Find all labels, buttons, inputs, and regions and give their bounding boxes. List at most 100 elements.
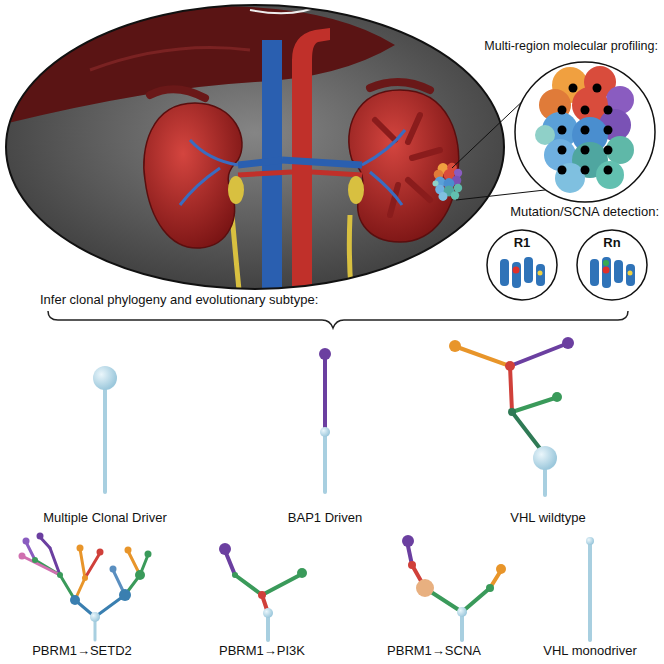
phylogeny-trees-part (145, 551, 152, 558)
phylogeny-trees-part (70, 595, 80, 605)
phylogeny-trees-part (258, 591, 266, 599)
anatomy-view-part-part (238, 172, 292, 175)
chromosome-set-part (500, 257, 635, 288)
zoom-callout-part-part (581, 166, 590, 175)
phylogeny-trees-part (19, 553, 26, 560)
phylogeny-trees-part (97, 549, 104, 556)
phylogeny-trees-part (462, 588, 490, 612)
region-label: Rn (576, 235, 648, 250)
phylogeny-trees-part (77, 545, 84, 552)
anatomy-view-part-part (144, 103, 242, 248)
phylogeny-trees-part (235, 575, 262, 595)
anatomy-view-part (0, 0, 462, 300)
subtype-label: PBRM1→PI3K (219, 644, 305, 659)
zoom-callout-part-part (558, 146, 567, 155)
zoom-callout-part (515, 62, 655, 202)
anatomy-view-part-part (90, 48, 250, 71)
phylogeny-trees (19, 337, 595, 640)
phylogeny-trees-part (323, 358, 327, 430)
anatomy-view-part-part (375, 115, 440, 215)
zoom-callout-part-part (569, 84, 578, 93)
step-label: Infer clonal phylogeny and evolutionary … (40, 293, 318, 308)
phylogeny-trees-part (460, 615, 464, 640)
anatomy-view-part-part (348, 176, 364, 204)
zoom-callout-part (535, 66, 634, 193)
phylogeny-trees-part (408, 561, 416, 569)
anatomy-view-part-part (433, 163, 463, 201)
phylogeny-trees-part (416, 579, 434, 597)
phylogeny-trees-part (232, 572, 238, 578)
region-outline-circle (487, 230, 557, 300)
bracket (48, 311, 628, 328)
phylogeny-trees-part-part (22, 556, 60, 575)
phylogeny-trees-part (402, 535, 414, 547)
phylogeny-trees-part (562, 337, 574, 349)
phylogeny-trees-part (552, 392, 562, 402)
chromosome-set-part-part (590, 259, 599, 286)
phylogeny-trees-part (90, 612, 100, 622)
phylogeny-trees-part (32, 557, 38, 563)
zoom-callout-part (456, 190, 545, 200)
phylogeny-trees-part (320, 427, 330, 437)
subtype-label: BAP1 Driven (288, 511, 362, 526)
phylogeny-trees-part (449, 340, 461, 352)
phylogeny-trees-part (22, 537, 148, 640)
anatomy-view-part-part (232, 215, 240, 300)
zoom-callout-part-part (558, 166, 567, 175)
zoom-callout-part-part (604, 106, 613, 115)
region-circle: R1 (486, 229, 558, 301)
phylogeny-trees-part (262, 575, 300, 595)
chromosome-set-part-part (614, 260, 623, 283)
zoom-callout-part-part (604, 146, 613, 155)
phylogeny-trees-part (93, 366, 117, 390)
anatomy-view-part-part (228, 176, 244, 204)
phylogeny-trees-part (135, 570, 145, 580)
region-circle: Rn (576, 229, 648, 301)
phylogeny-trees-part (263, 608, 273, 618)
phylogeny-trees-part (319, 348, 331, 360)
phylogeny-trees-part-part (80, 549, 85, 578)
region-label: R1 (486, 235, 558, 250)
chromosome-set-part-part (602, 257, 611, 288)
phylogeny-trees-part (505, 361, 515, 371)
anatomy-view-part-part (349, 215, 352, 300)
anatomy-view-part-part (362, 130, 405, 205)
phylogeny-trees-part (119, 589, 131, 601)
chromosome-set-part (603, 260, 609, 266)
phylogeny-trees-part (588, 544, 592, 640)
zoom-callout-part-part (604, 126, 613, 135)
phylogeny-trees-part (533, 446, 557, 470)
phylogeny-trees-part (110, 566, 117, 573)
phylogeny-trees-part (510, 344, 566, 366)
zoom-callout-part (558, 84, 613, 175)
chromosome-set-part (513, 267, 520, 274)
chromosome-set-part-part (500, 259, 509, 286)
anatomy-view-part-part (262, 40, 282, 300)
anatomy-view-part-part (150, 89, 205, 98)
phylogeny-trees-part (103, 385, 107, 492)
phylogeny-trees-part (219, 543, 231, 555)
phylogeny-trees-part (486, 584, 494, 592)
zoom-callout-part-part (593, 84, 602, 93)
phylogeny-trees-part (23, 538, 30, 545)
phylogeny-trees-part (496, 564, 506, 574)
phylogeny-trees-part (37, 533, 44, 540)
chromosome-set-part-part (524, 257, 533, 283)
region-outline-circle (577, 230, 647, 300)
phylogeny-trees-part (428, 590, 462, 612)
subtype-label: PBRM1→SCNA (387, 644, 481, 659)
phylogeny-trees-part (586, 537, 594, 545)
phylogeny-trees-part (457, 607, 467, 617)
step-label: Multi-region molecular profiling: (484, 39, 658, 53)
chromosome-set-part (603, 267, 610, 274)
chromosome-set-part (487, 230, 557, 300)
anatomy-view-part (6, 5, 504, 289)
zoom-callout-part-part (581, 126, 590, 135)
subtype-label: PBRM1→SETD2 (32, 644, 132, 659)
chromosome-set-part-part (536, 264, 545, 286)
subtype-label: VHL wildtype (510, 511, 585, 526)
anatomy-view-part-part (312, 172, 362, 175)
phylogeny-trees-part (82, 575, 88, 581)
